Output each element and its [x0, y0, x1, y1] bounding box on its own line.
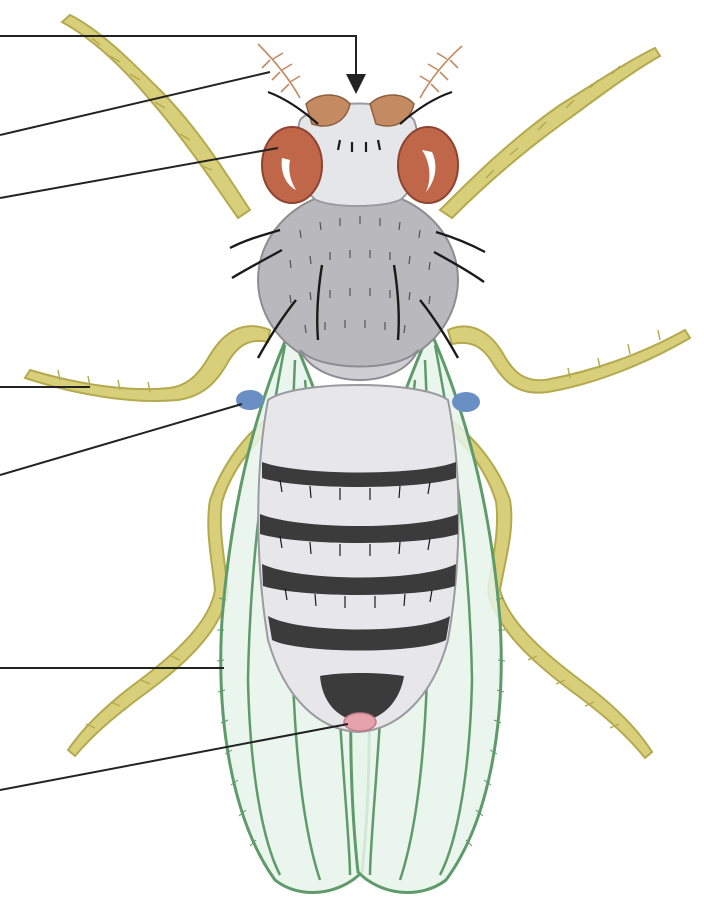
aristae — [258, 44, 462, 98]
thorax — [230, 190, 485, 380]
abdomen — [258, 385, 458, 732]
front-left-leg — [62, 15, 250, 218]
middle-left-leg — [25, 326, 270, 401]
thorax-body — [258, 190, 458, 370]
leader-line-head — [0, 36, 356, 84]
right-haltere — [452, 392, 480, 412]
genitalia — [344, 713, 376, 731]
front-right-leg — [440, 48, 660, 218]
left-haltere — [236, 390, 264, 410]
left-compound-eye — [262, 127, 322, 203]
head — [258, 44, 462, 206]
middle-right-leg — [448, 326, 690, 392]
right-compound-eye — [398, 127, 458, 203]
leader-line-haltere — [0, 404, 242, 475]
